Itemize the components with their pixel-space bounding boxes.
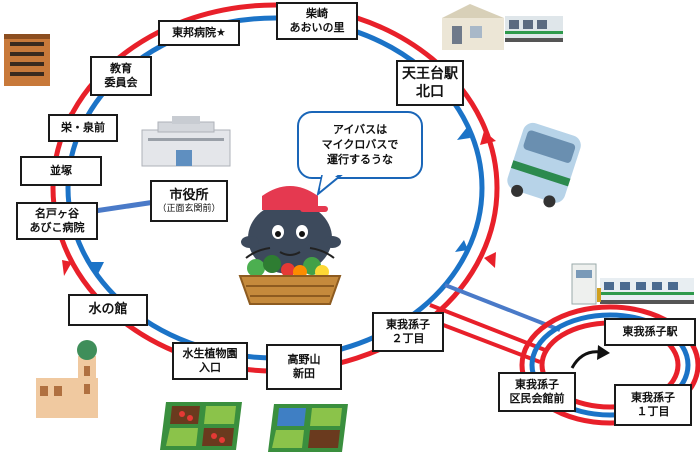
red-arrow-icon <box>484 252 496 268</box>
stop-label: 柴崎 <box>306 7 328 20</box>
stop-label: 水の館 <box>88 302 128 317</box>
east-loop-blue-mid <box>529 312 691 418</box>
stop-label: 天王台駅 <box>402 66 458 82</box>
stop-label: 区民会館前 <box>509 392 565 405</box>
stop-label: 北口 <box>416 84 444 100</box>
stop-higashi-abiko-kumin-kaikan[interactable]: 東我孫子 区民会館前 <box>498 372 576 412</box>
bubble-line: アイバスは <box>332 123 388 136</box>
stop-label: 東我孫子 <box>386 318 430 331</box>
stop-higashi-abiko-1chome[interactable]: 東我孫子 １丁目 <box>614 384 692 426</box>
stop-toho-hospital[interactable]: 東邦病院★ <box>158 20 240 46</box>
loop-direction-arrowhead-icon <box>597 345 610 360</box>
office-building-icon <box>4 34 50 86</box>
stop-label: 市役所 <box>169 187 209 203</box>
stop-namitsuka[interactable]: 並塚 <box>20 156 102 186</box>
stop-nadogaya-abiko-hospital[interactable]: 名戸ヶ谷 あびこ病院 <box>16 202 98 240</box>
speech-bubble <box>297 111 423 197</box>
stop-label: 栄・泉前 <box>61 121 105 134</box>
stop-label: 高野山 <box>287 353 321 366</box>
stop-label: 東我孫子 <box>631 391 675 404</box>
stop-label: 東邦病院★ <box>172 26 226 39</box>
rice-field-icon <box>268 404 348 452</box>
stop-label: 東我孫子駅 <box>622 325 678 338</box>
stop-city-hall[interactable]: 市役所 （正面玄関前） <box>150 180 228 222</box>
east-loop-red-outer <box>519 304 700 426</box>
stop-label: 教育 <box>110 62 132 75</box>
blue-arrow-icon <box>457 126 470 140</box>
stop-kyoiku-iinkai[interactable]: 教育 委員会 <box>90 56 152 96</box>
speech-bubble-text: アイバスは マイクロバスで 運行するうな <box>305 122 415 167</box>
stop-label: 名戸ヶ谷 <box>35 207 79 220</box>
train-station-icon <box>571 263 694 305</box>
city-hall-building-icon <box>141 116 231 167</box>
stop-higashi-abiko-station[interactable]: 東我孫子駅 <box>604 318 696 346</box>
stop-sakae-izumimae[interactable]: 栄・泉前 <box>48 114 118 142</box>
stop-label: あびこ病院 <box>29 221 85 234</box>
stop-label: 水生植物園 <box>182 347 238 360</box>
city-hall-branch <box>87 199 156 215</box>
stop-label: １丁目 <box>636 405 670 418</box>
stop-sublabel: （正面玄関前） <box>157 203 221 214</box>
loop-direction-arrow-icon <box>570 350 601 369</box>
bubble-line: 運行するうな <box>327 153 393 166</box>
station-building-icon <box>442 4 563 50</box>
botanical-garden-icon <box>160 402 242 450</box>
stop-aquatic-botanical-garden[interactable]: 水生植物園 入口 <box>172 342 248 380</box>
stop-label: 新田 <box>293 367 315 380</box>
water-museum-building-icon <box>36 340 98 418</box>
stop-label: 並塚 <box>50 164 72 177</box>
mascot-catfish-icon <box>238 186 342 305</box>
stop-higashi-abiko-2chome[interactable]: 東我孫子 ２丁目 <box>372 312 444 352</box>
east-connector-blue <box>444 283 561 332</box>
stop-label: 入口 <box>199 361 221 374</box>
red-arrow-icon <box>480 131 496 145</box>
red-arrow-icon <box>62 260 72 276</box>
bubble-line: マイクロバスで <box>321 138 399 151</box>
east-connector-red-1 <box>429 303 546 352</box>
stop-label: 東我孫子 <box>515 378 559 391</box>
bus-icon <box>507 122 581 208</box>
blue-arrow-icon <box>90 262 104 276</box>
stop-shibasaki[interactable]: 柴崎 あおいの里 <box>276 2 358 40</box>
stop-label: あおいの里 <box>289 21 345 34</box>
stop-kounoyama-shinden[interactable]: 高野山 新田 <box>266 344 342 390</box>
stop-mizu-no-yakata[interactable]: 水の館 <box>68 294 148 326</box>
blue-arrow-icon <box>455 240 468 252</box>
stop-tennodai-station-north[interactable]: 天王台駅 北口 <box>396 60 464 106</box>
stop-label: ２丁目 <box>391 332 425 345</box>
stop-label: 委員会 <box>104 76 138 89</box>
